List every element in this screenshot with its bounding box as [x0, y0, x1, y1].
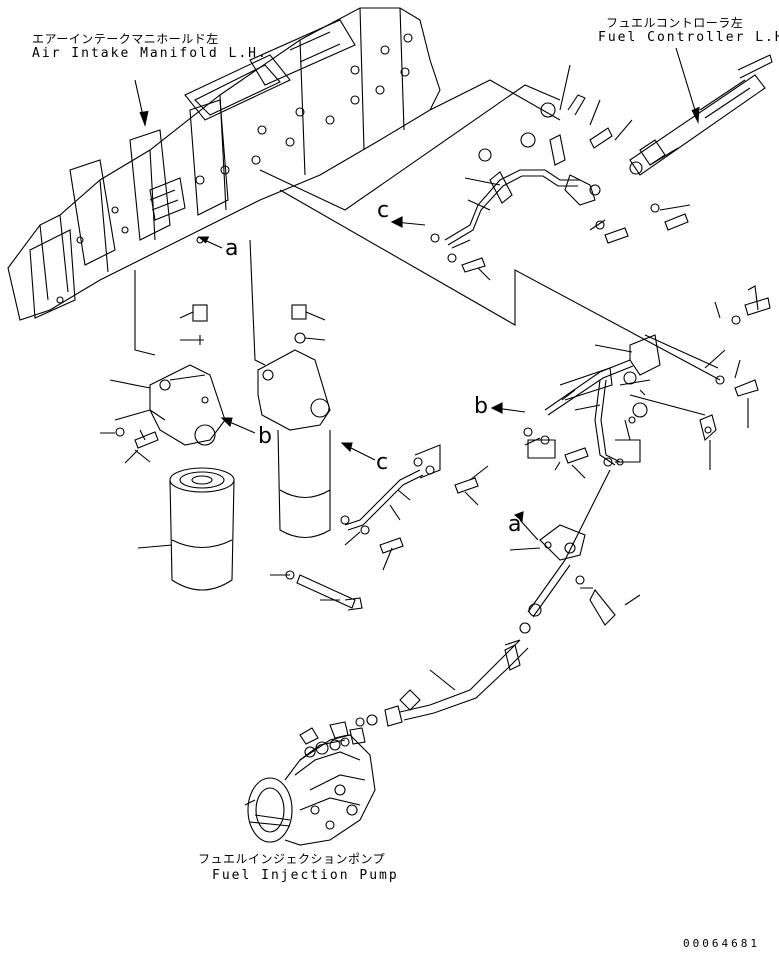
fuel-filter-left [149, 304, 226, 446]
leader-lines [134, 79, 721, 381]
fuel-hose [355, 603, 542, 727]
callout-leaders-upper [451, 64, 691, 281]
upper-fuel-tube [430, 94, 689, 273]
lower-bracket-a [509, 469, 641, 626]
filter-outlet-tube [340, 444, 479, 554]
fuel-controller [629, 54, 773, 176]
callout-leaders-right [524, 301, 749, 479]
fuel-controller-label-en: Fuel Controller L.H [598, 30, 779, 45]
air-intake-label-jp: エアーインテークマニホールド左 [32, 32, 219, 46]
right-bracket-assembly [523, 285, 771, 467]
air-intake-manifold [7, 7, 441, 321]
fuel-injection-pump [244, 721, 376, 846]
fuel-filter-right [257, 304, 331, 539]
injection-pump-label-en: Fuel Injection Pump [212, 868, 399, 883]
ref-a-bracket: a [508, 512, 522, 537]
injection-pump-label-jp: フュエルインジェクションポンプ [198, 852, 386, 866]
filter-bolts [115, 427, 363, 611]
ref-b-tube: b [474, 394, 488, 419]
label-arrows [134, 47, 700, 541]
ref-b-filter: b [258, 424, 272, 449]
fuel-controller-label-jp: フュエルコントローラ左 [606, 16, 744, 30]
ref-c-filter: c [376, 450, 389, 475]
filter-canister-loose [169, 467, 235, 591]
drawing-code: 00064681 [683, 937, 760, 950]
air-intake-label-en: Air Intake Manifold L.H. [32, 46, 268, 61]
callout-leaders-filters [100, 311, 489, 601]
ref-c-controller: c [377, 198, 390, 223]
ref-a-manifold: a [225, 236, 239, 261]
